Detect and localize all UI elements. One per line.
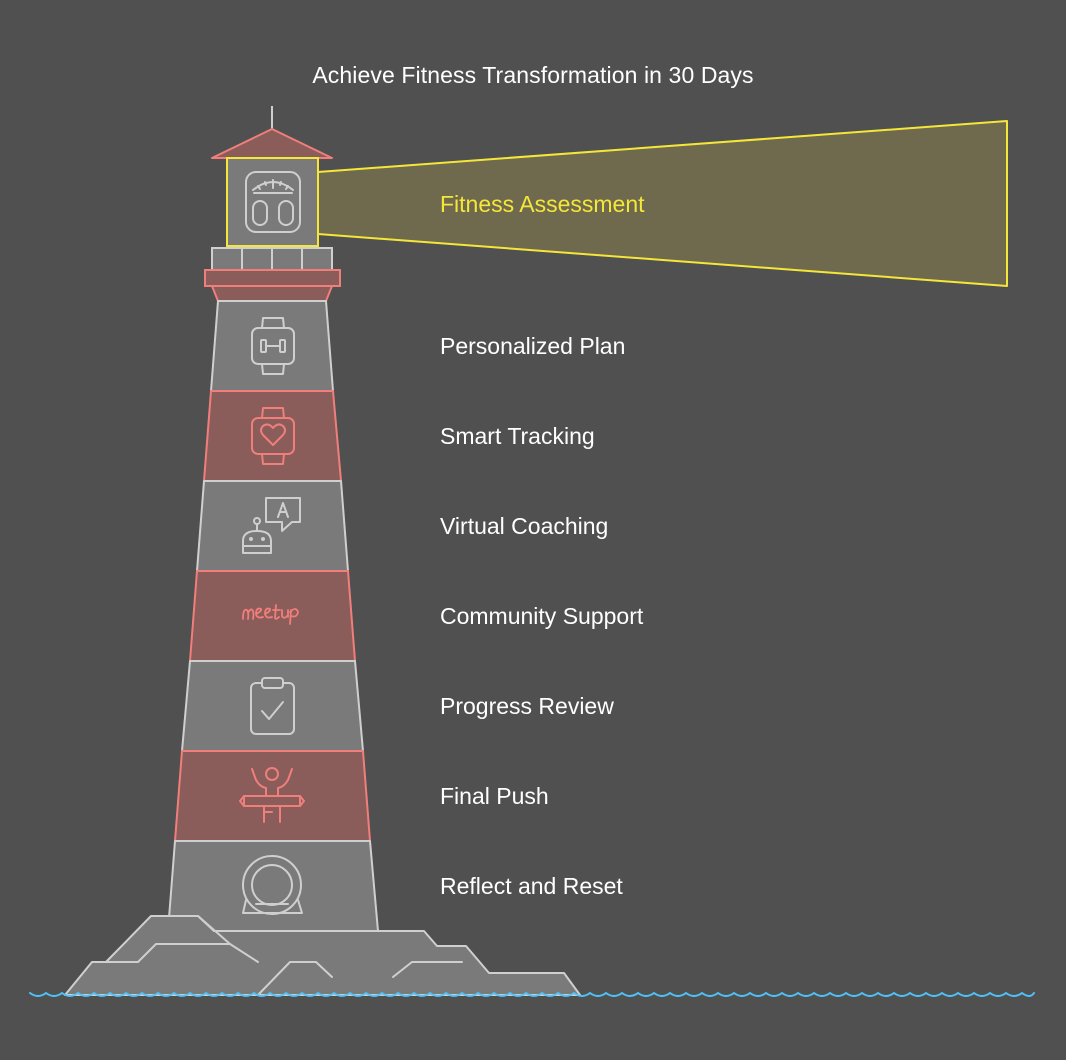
lantern-roof [211,128,333,159]
label-personalized-plan: Personalized Plan [440,333,626,359]
label-fitness-assessment: Fitness Assessment [440,191,645,217]
gallery-deck [204,269,341,287]
label-reflect-and-reset: Reflect and Reset [440,873,623,899]
weight-scale-icon [245,171,301,233]
band-smart-tracking [203,390,342,482]
gallery-corbel [211,285,333,302]
label-virtual-coaching: Virtual Coaching [440,513,609,539]
label-progress-review: Progress Review [440,693,614,719]
label-final-push: Final Push [440,783,549,809]
band-virtual-coaching [196,480,349,572]
diagram-title: Achieve Fitness Transformation in 30 Day… [312,62,754,88]
smartwatch-dumbbell-icon [251,317,295,375]
rock-details [105,915,463,996]
label-community-support: Community Support [440,603,644,629]
label-smart-tracking: Smart Tracking [440,423,595,449]
clipboard-check-icon [250,677,295,735]
water-waves [29,991,1035,997]
band-progress-review [181,660,364,752]
light-beam [317,120,1008,287]
reset-ring-icon [242,855,303,915]
band-community-support [189,570,356,662]
person-finish-line-icon [239,767,305,823]
robot-chat-icon [242,497,301,554]
meetup-logo-icon [242,604,299,625]
smartwatch-heart-icon [251,407,295,465]
